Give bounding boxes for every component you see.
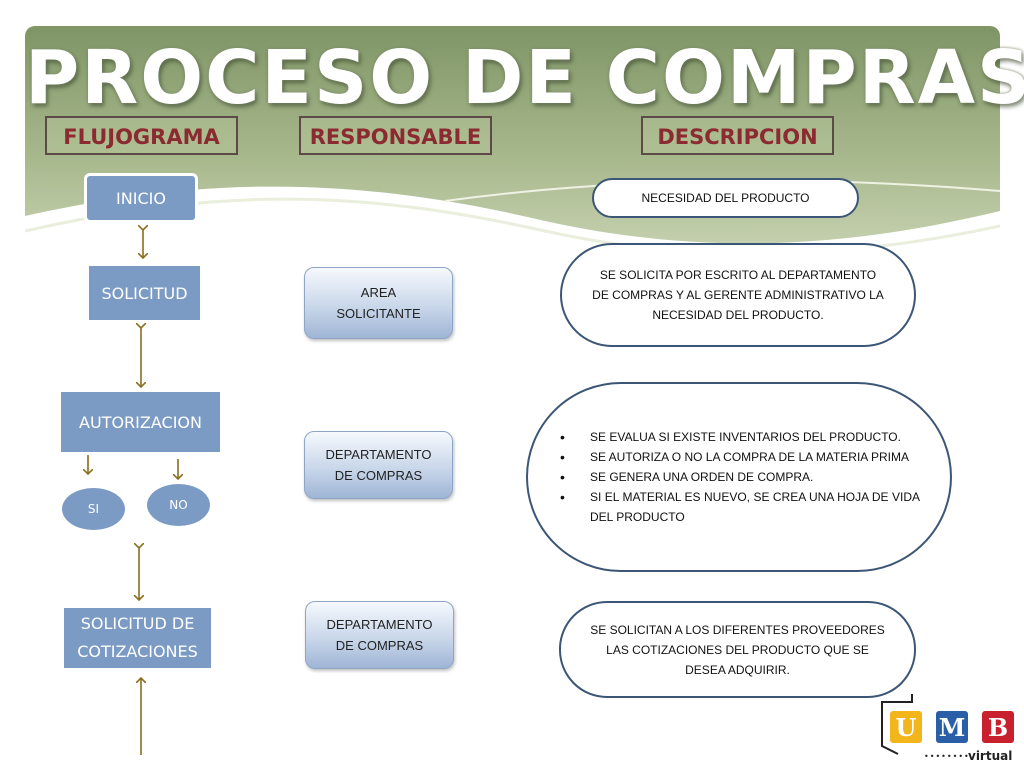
logo-letter-m: M bbox=[939, 713, 966, 742]
responsable-3-line1: DEPARTAMENTO bbox=[326, 617, 433, 632]
heading-responsable: RESPONSABLE bbox=[299, 116, 492, 155]
list-item: SE EVALUA SI EXISTE INVENTARIOS DEL PROD… bbox=[560, 427, 920, 447]
heading-descripcion: DESCRIPCION bbox=[641, 116, 834, 155]
flow-si-label: SI bbox=[87, 502, 100, 516]
descripcion-0-text: NECESIDAD DEL PRODUCTO bbox=[641, 191, 810, 205]
flow-inicio-label: INICIO bbox=[116, 188, 166, 208]
descripcion-necesidad: NECESIDAD DEL PRODUCTO bbox=[592, 178, 859, 218]
umb-virtual-logo: U M B •••••••• virtual bbox=[878, 694, 1020, 764]
logo-m-tile bbox=[936, 711, 968, 743]
heading-flujograma: FLUJOGRAMA bbox=[45, 116, 238, 155]
descripcion-autorizacion-list: SE EVALUA SI EXISTE INVENTARIOS DEL PROD… bbox=[560, 427, 920, 527]
flow-no-label: NO bbox=[169, 498, 188, 512]
list-item: SE GENERA UNA ORDEN DE COMPRA. bbox=[560, 467, 920, 487]
logo-letter-u: U bbox=[896, 713, 917, 742]
flow-cotizaciones-line2: COTIZACIONES bbox=[77, 642, 198, 661]
svg-text:••••••••: •••••••• bbox=[924, 752, 970, 761]
descripcion-3-line1: SE SOLICITAN A LOS DIFERENTES PROVEEDORE… bbox=[590, 622, 885, 637]
descripcion-cotizaciones: SE SOLICITAN A LOS DIFERENTES PROVEEDORE… bbox=[559, 601, 916, 698]
logo-tagline: virtual bbox=[968, 749, 1012, 763]
page-title: PROCESO DE COMPRAS bbox=[25, 35, 1024, 121]
descripcion-3-line3: DESEA ADQUIRIR. bbox=[685, 662, 790, 677]
descripcion-1-line1: SE SOLICITA POR ESCRITO AL DEPARTAMENTO bbox=[599, 268, 877, 282]
flow-inicio: INICIO bbox=[84, 173, 198, 223]
flow-autorizacion: AUTORIZACION bbox=[61, 392, 220, 452]
flow-si: SI bbox=[62, 488, 125, 530]
responsable-1-line2: SOLICITANTE bbox=[336, 306, 421, 321]
flow-cotizaciones-line1: SOLICITUD DE bbox=[80, 614, 195, 633]
descripcion-autorizacion: SE EVALUA SI EXISTE INVENTARIOS DEL PROD… bbox=[526, 382, 952, 572]
flow-autorizacion-label: AUTORIZACION bbox=[79, 412, 202, 432]
responsable-3-line2: DE COMPRAS bbox=[335, 638, 424, 653]
descripcion-3-line2: LAS COTIZACIONES DEL PRODUCTO QUE SE bbox=[606, 642, 869, 657]
flow-solicitud-cotizaciones: SOLICITUD DE COTIZACIONES bbox=[64, 608, 211, 668]
responsable-area-solicitante: AREA SOLICITANTE bbox=[304, 267, 453, 339]
flow-solicitud-label: SOLICITUD bbox=[101, 283, 188, 303]
responsable-departamento-compras-1: DEPARTAMENTO DE COMPRAS bbox=[304, 431, 453, 499]
responsable-1-line1: AREA bbox=[360, 285, 397, 300]
list-item: SI EL MATERIAL ES NUEVO, SE CREA UNA HOJ… bbox=[560, 487, 920, 527]
descripcion-1-line2: DE COMPRAS Y AL GERENTE ADMINISTRATIVO L… bbox=[592, 288, 884, 302]
descripcion-1-line3: NECESIDAD DEL PRODUCTO. bbox=[652, 308, 824, 322]
responsable-departamento-compras-2: DEPARTAMENTO DE COMPRAS bbox=[305, 601, 454, 669]
list-item: SE AUTORIZA O NO LA COMPRA DE LA MATERIA… bbox=[560, 447, 920, 467]
flow-no: NO bbox=[147, 484, 210, 526]
logo-letter-b: B bbox=[988, 713, 1008, 742]
logo-b-tile bbox=[982, 711, 1014, 743]
responsable-2-line2: DE COMPRAS bbox=[334, 468, 423, 483]
responsable-2-line1: DEPARTAMENTO bbox=[325, 447, 432, 462]
logo-u-tile bbox=[890, 711, 922, 743]
flow-solicitud: SOLICITUD bbox=[89, 266, 200, 320]
descripcion-solicitud: SE SOLICITA POR ESCRITO AL DEPARTAMENTO … bbox=[560, 243, 916, 347]
